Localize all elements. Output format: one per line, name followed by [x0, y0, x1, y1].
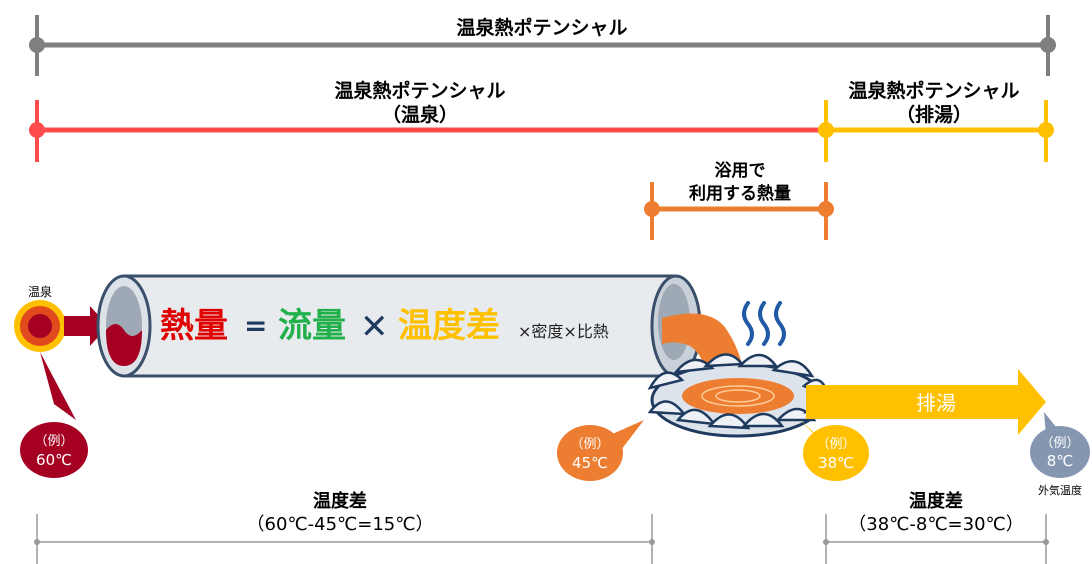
diff-right-formula: （38℃-8℃=30℃） [848, 514, 1023, 535]
bath-icon [647, 353, 832, 438]
bubble-8 [1030, 412, 1090, 478]
formula-flow: 流量 [278, 306, 346, 346]
drain-potential-sublabel: （排湯） [896, 103, 972, 126]
onsen-potential-sublabel: （温泉） [382, 103, 458, 126]
total-potential-label: 温泉熱ポテンシャル [456, 16, 627, 39]
drain-arrow-label: 排湯 [916, 391, 956, 415]
pipe-icon [96, 274, 702, 378]
formula-times: ✕ [360, 307, 389, 347]
drain-arrow [806, 369, 1046, 435]
onsen-potential-line [29, 100, 826, 162]
bubble-45-temp: 45℃ [572, 454, 608, 472]
bath-heat-line [644, 182, 834, 240]
source-label: 温泉 [28, 285, 52, 299]
source-icon [14, 300, 108, 352]
bubble-45-ex: （例） [570, 437, 609, 452]
bubble-8-ex: （例） [1040, 436, 1079, 451]
formula-extra: ×密度×比熱 [518, 322, 609, 341]
diff-right-bracket [823, 514, 1049, 564]
diff-right-title: 温度差 [909, 490, 963, 512]
formula-equals: = [244, 309, 267, 342]
formula-tempdiff: 温度差 [398, 306, 500, 346]
bubble-38-ex: （例） [816, 437, 855, 452]
bubble-38 [800, 420, 869, 481]
diff-left-bracket [34, 514, 655, 564]
onsen-potential-label: 温泉熱ポテンシャル [334, 79, 505, 102]
total-potential-line [29, 15, 1056, 76]
outside-temp-label: 外気温度 [1038, 483, 1082, 497]
bubble-60-ex: （例） [34, 434, 73, 449]
diff-left-formula: （60℃-45℃=15℃） [247, 514, 434, 535]
bubble-8-temp: 8℃ [1047, 452, 1073, 470]
drain-potential-label: 温泉熱ポテンシャル [848, 79, 1019, 102]
bubble-45 [557, 420, 644, 481]
bath-heat-label: 浴用で [715, 160, 766, 181]
steam-icon [742, 301, 786, 346]
bubble-60 [20, 352, 88, 478]
bath-heat-sublabel: 利用する熱量 [689, 183, 791, 204]
formula-heat: 熱量 [160, 306, 228, 346]
diff-left-title: 温度差 [313, 490, 367, 512]
bubble-38-temp: 38℃ [818, 454, 854, 472]
drain-potential-line [818, 100, 1054, 162]
bubble-60-temp: 60℃ [36, 451, 72, 469]
